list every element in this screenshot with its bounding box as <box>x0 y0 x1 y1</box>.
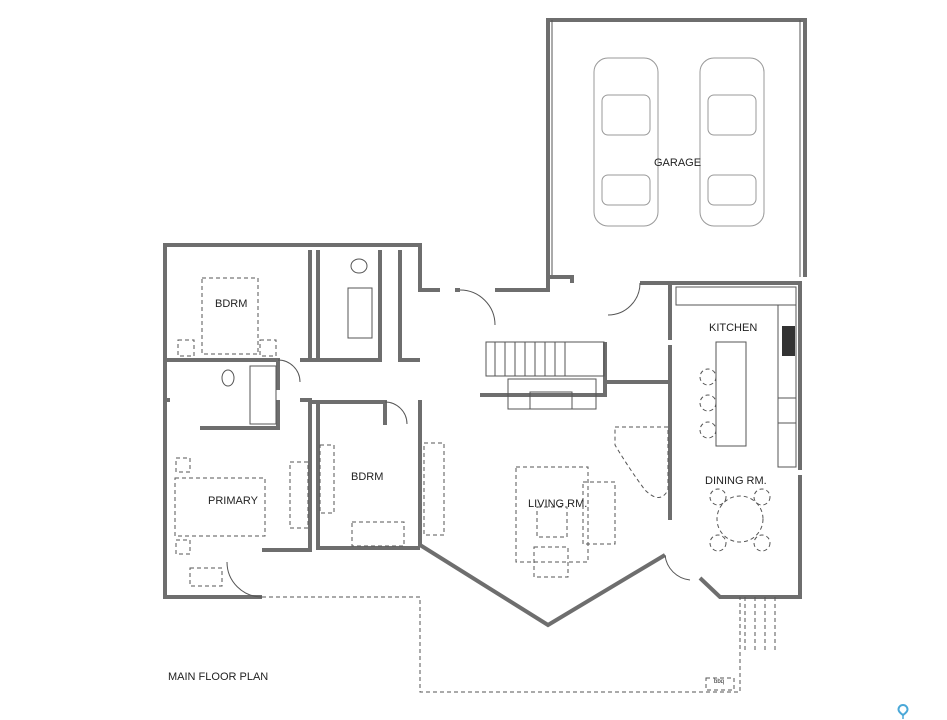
interior-walls <box>165 250 672 552</box>
dining-table <box>709 488 771 552</box>
bedroom-furniture <box>174 258 405 587</box>
room-label-kitchen: KITCHEN <box>709 322 758 334</box>
map-pin-icon[interactable] <box>897 704 909 720</box>
car-left-icon <box>593 57 659 227</box>
living-furniture <box>423 426 669 578</box>
room-label-dining: DINING RM. <box>705 475 767 487</box>
room-label-garage: GARAGE <box>654 157 702 169</box>
kitchen-fixtures <box>675 286 797 468</box>
room-label-living: LIVING RM. <box>528 498 588 510</box>
garage-walls <box>546 18 807 277</box>
car-right-icon <box>699 57 765 227</box>
room-label-primary: PRIMARY <box>208 495 258 507</box>
plan-title: MAIN FLOOR PLAN <box>168 671 269 683</box>
deck-outline <box>262 596 776 693</box>
room-label-bedroom: BDRM <box>215 298 248 310</box>
exterior-walls <box>163 243 802 628</box>
bbq-label: bbq <box>714 679 725 685</box>
doors <box>226 282 691 598</box>
staircase <box>485 341 605 410</box>
room-label-bedroom: BDRM <box>351 471 384 483</box>
